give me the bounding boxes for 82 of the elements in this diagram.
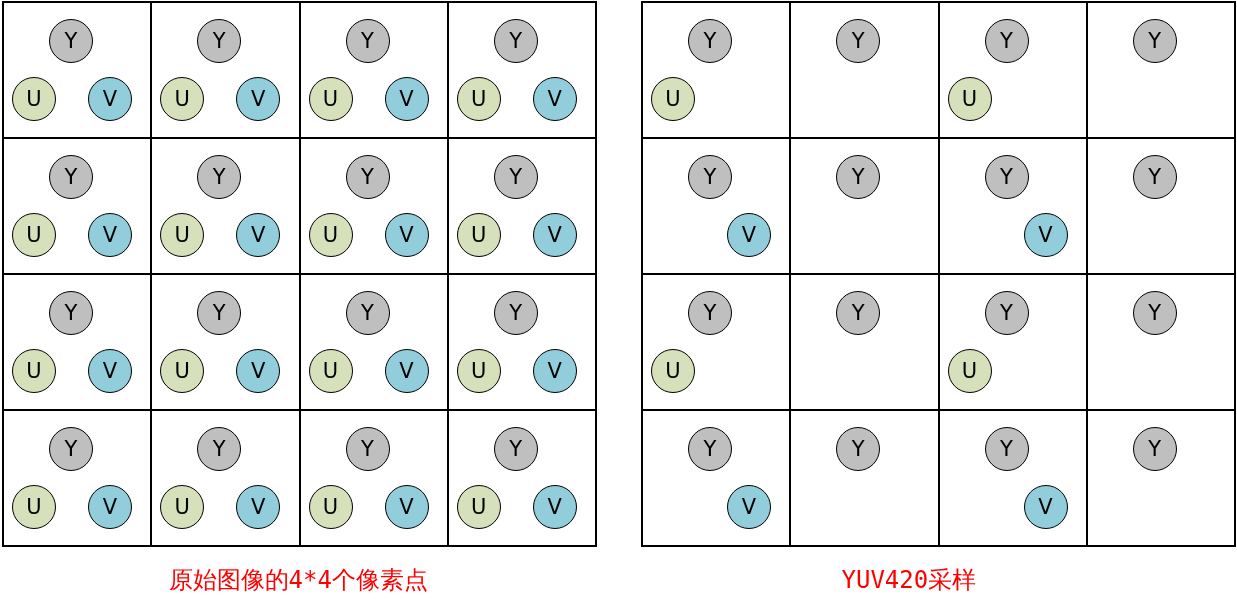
sample-circle: U [456, 77, 501, 121]
sample-circle: Y [836, 155, 881, 199]
sample-circle: Y [1132, 291, 1177, 335]
sample-circle: V [88, 349, 132, 393]
sample-circle: V [236, 349, 281, 393]
sample-circle: Y [836, 427, 881, 471]
sample-circle: U [456, 213, 501, 257]
sample-circle: V [384, 213, 429, 257]
sample-circle: V [236, 485, 281, 529]
sample-circle: Y [197, 155, 242, 199]
sample-circle: Y [984, 155, 1029, 199]
sample-circle: Y [345, 155, 390, 199]
sample-circle: Y [493, 19, 538, 63]
sample-circle: U [947, 349, 992, 393]
sample-circle: V [88, 485, 132, 529]
sample-circle: Y [49, 155, 93, 199]
sample-circle: Y [493, 291, 538, 335]
sample-circle: U [12, 485, 56, 529]
sample-circle: Y [688, 19, 732, 63]
sample-circle: Y [1132, 19, 1177, 63]
sample-circle: V [384, 485, 429, 529]
pixel-cell [2, 409, 153, 547]
sample-circle: V [1023, 213, 1068, 257]
sample-circle: Y [688, 291, 732, 335]
pixel-cell [446, 409, 597, 547]
pixel-cell [641, 409, 792, 547]
sample-circle: V [727, 485, 771, 529]
caption: 原始图像的4*4个像素点 [168, 565, 428, 596]
sample-circle: Y [1132, 155, 1177, 199]
sample-circle: V [236, 213, 281, 257]
sample-circle: V [384, 349, 429, 393]
sample-circle: U [456, 349, 501, 393]
sample-circle: Y [345, 19, 390, 63]
sample-circle: V [384, 77, 429, 121]
sample-circle: U [160, 213, 205, 257]
sample-circle: U [651, 349, 695, 393]
sample-circle: Y [836, 19, 881, 63]
sample-circle: Y [688, 155, 732, 199]
sample-circle: V [532, 485, 577, 529]
pixel-cell [1085, 409, 1236, 547]
sample-circle: Y [1132, 427, 1177, 471]
sample-circle: V [532, 77, 577, 121]
sample-circle: Y [49, 427, 93, 471]
sample-circle: U [12, 77, 56, 121]
sample-circle: V [1023, 485, 1068, 529]
sample-circle: V [88, 77, 132, 121]
sample-circle: Y [345, 291, 390, 335]
sample-circle: U [947, 77, 992, 121]
sample-circle: V [88, 213, 132, 257]
sample-circle: V [532, 213, 577, 257]
sample-circle: Y [345, 427, 390, 471]
sample-circle: U [160, 349, 205, 393]
sample-circle: Y [688, 427, 732, 471]
sample-circle: U [456, 485, 501, 529]
sample-circle: Y [493, 155, 538, 199]
sample-circle: Y [984, 427, 1029, 471]
caption: YUV420采样 [841, 565, 977, 596]
sample-circle: U [12, 213, 56, 257]
sample-circle: U [308, 213, 353, 257]
pixel-cell [2, 1, 153, 139]
sample-circle: Y [836, 291, 881, 335]
pixel-cell [1085, 1, 1236, 139]
sample-circle: U [160, 485, 205, 529]
sample-circle: Y [984, 291, 1029, 335]
pixel-cell [446, 1, 597, 139]
sample-circle: V [236, 77, 281, 121]
sample-circle: Y [197, 427, 242, 471]
sample-circle: V [532, 349, 577, 393]
sample-circle: V [727, 213, 771, 257]
sample-circle: Y [197, 291, 242, 335]
sample-circle: Y [984, 19, 1029, 63]
sample-circle: U [12, 349, 56, 393]
sample-circle: U [308, 77, 353, 121]
sample-circle: Y [49, 291, 93, 335]
sample-circle: Y [197, 19, 242, 63]
sample-circle: Y [493, 427, 538, 471]
sample-circle: U [160, 77, 205, 121]
pixel-cell [641, 1, 792, 139]
sample-circle: Y [49, 19, 93, 63]
sample-circle: U [308, 485, 353, 529]
sample-circle: U [651, 77, 695, 121]
sample-circle: U [308, 349, 353, 393]
